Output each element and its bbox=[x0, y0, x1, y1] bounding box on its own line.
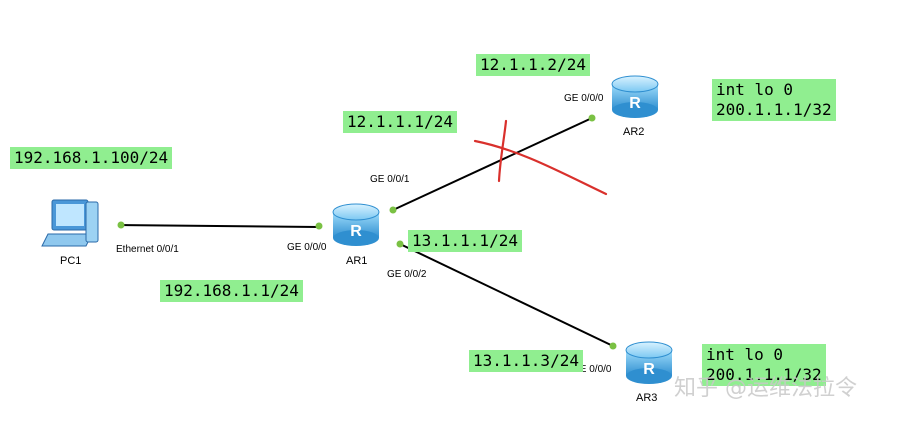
ar3-loopback-line-1: int lo 0 bbox=[706, 345, 784, 364]
link-ar1-ar3 bbox=[399, 243, 614, 347]
port-label-ar3-g000: GE 0/0/0 bbox=[572, 364, 612, 375]
port-label-pc1-eth: Ethernet 0/0/1 bbox=[116, 244, 179, 255]
ip-label-ar3-g000: 13.1.1.3/24 bbox=[469, 350, 583, 372]
port-label-ar2-g000: GE 0/0/0 bbox=[564, 93, 604, 104]
ar2-loopback-line-1: int lo 0 bbox=[716, 80, 794, 99]
link-pc1-ar1 bbox=[119, 224, 319, 228]
port-dot-ar1-g002 bbox=[396, 240, 404, 248]
ar3-loopback-line-2: 200.1.1.1/32 bbox=[706, 365, 822, 384]
ar2-router-icon[interactable]: R bbox=[611, 75, 659, 118]
pc1-icon[interactable] bbox=[41, 199, 99, 247]
port-label-ar1-g001: GE 0/0/1 bbox=[370, 174, 410, 185]
ip-label-ar1-g002: 13.1.1.1/24 bbox=[408, 230, 522, 252]
ar2-router-glyph: R bbox=[629, 95, 641, 112]
ar2-name: AR2 bbox=[623, 126, 644, 138]
ip-label-ar2-g000: 12.1.1.2/24 bbox=[476, 54, 590, 76]
watermark: 知乎 @运维法拉令 bbox=[674, 376, 857, 401]
ip-label-pc1: 192.168.1.100/24 bbox=[10, 147, 173, 169]
port-label-ar1-g000: GE 0/0/0 bbox=[287, 242, 327, 253]
port-label-ar1-g002: GE 0/0/2 bbox=[387, 269, 427, 280]
port-dot-ar3-g000 bbox=[609, 342, 617, 350]
port-dot-pc1 bbox=[117, 221, 125, 229]
ar3-name: AR3 bbox=[636, 392, 657, 404]
pc1-name: PC1 bbox=[60, 255, 81, 267]
port-dot-ar2-g000 bbox=[588, 114, 596, 122]
ar3-router-glyph: R bbox=[643, 361, 655, 378]
ar1-name: AR1 bbox=[346, 255, 367, 267]
ip-label-ar1-g001: 12.1.1.1/24 bbox=[343, 111, 457, 133]
ar1-router-icon[interactable]: R bbox=[332, 203, 380, 246]
ar3-router-icon[interactable]: R bbox=[625, 341, 673, 384]
link-ar1-ar2 bbox=[392, 117, 593, 211]
ip-label-ar1-g000: 192.168.1.1/24 bbox=[160, 280, 303, 302]
link-down-cross-mark bbox=[473, 119, 608, 196]
ar2-loopback-line-2: 200.1.1.1/32 bbox=[716, 100, 832, 119]
port-dot-ar1-g000 bbox=[315, 222, 323, 230]
port-dot-ar1-g001 bbox=[389, 206, 397, 214]
ar1-router-glyph: R bbox=[350, 223, 362, 240]
